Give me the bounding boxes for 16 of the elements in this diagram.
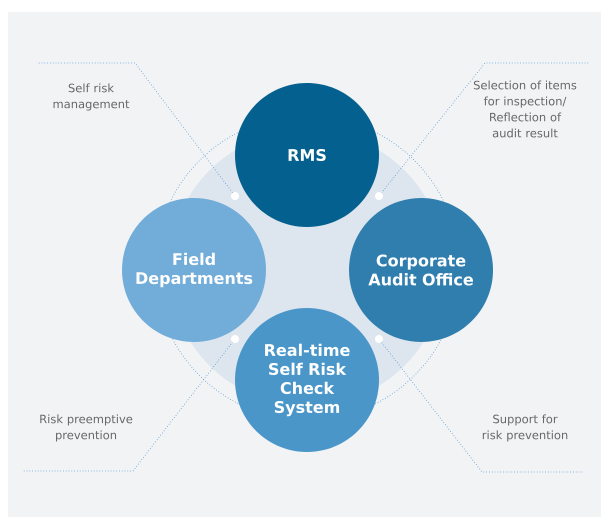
leader-line — [23, 342, 233, 472]
circle-node: Field Departments — [122, 198, 266, 342]
connection-dot — [231, 335, 239, 343]
circle-node: RMS — [235, 83, 379, 227]
circle-node: Corporate Audit Office — [349, 198, 493, 342]
callout-text: Selection of items for inspection/ Reflection of audit result — [474, 80, 576, 138]
callout-text: Risk preemptive prevention — [40, 414, 132, 442]
connection-dot — [375, 335, 383, 343]
leader-line — [381, 342, 583, 472]
leader-line — [381, 62, 589, 194]
callout-text: Self risk management — [54, 83, 130, 111]
circle-node: Real-time Self Risk Check System — [235, 308, 379, 452]
leader-line — [38, 62, 233, 194]
connection-dot — [231, 192, 239, 200]
connection-dot — [375, 192, 383, 200]
callout-text: Support for risk prevention — [482, 414, 568, 442]
